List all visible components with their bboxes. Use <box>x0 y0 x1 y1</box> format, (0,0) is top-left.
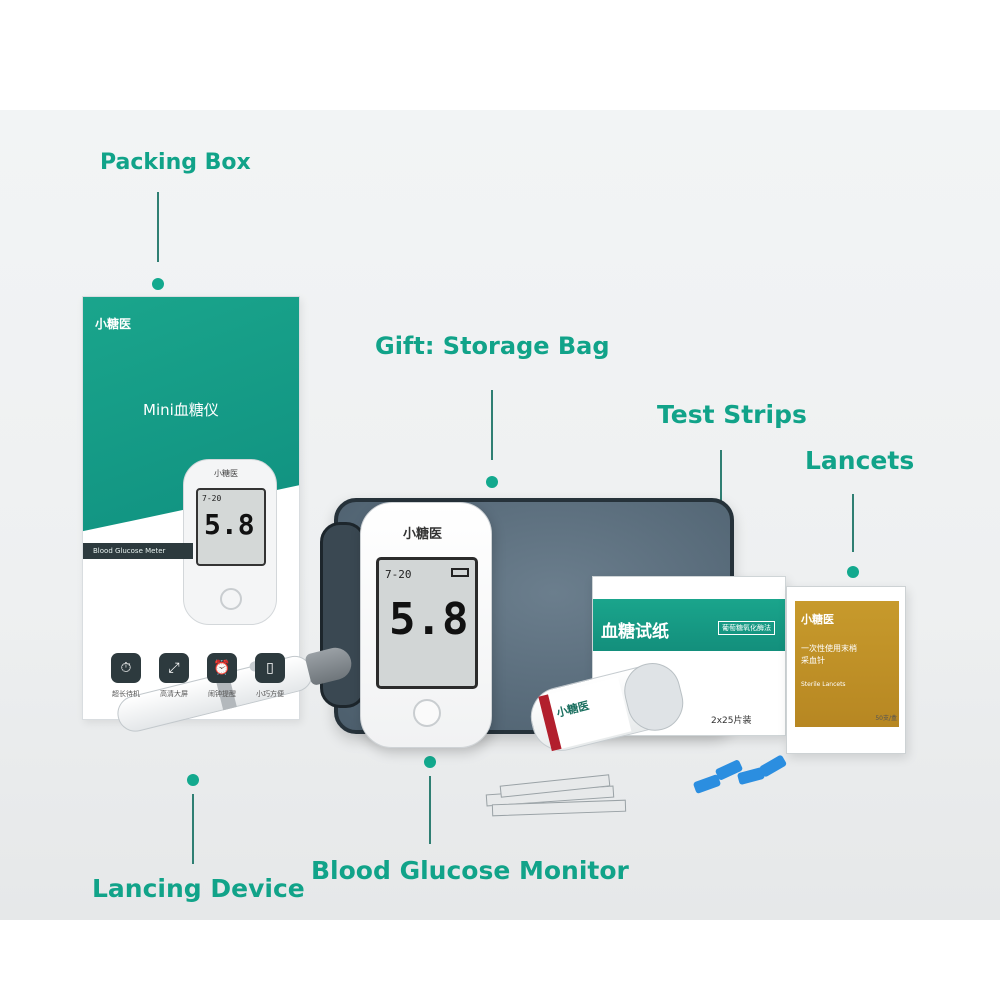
monitor-brand: 小糖医 <box>403 527 443 542</box>
test-strips-box-count: 2x25片装 <box>711 716 752 726</box>
packing-box-meter-brand: 小糖医 <box>214 469 238 478</box>
alarm-clock-icon: ⏰ <box>207 653 237 683</box>
pointer-dot-monitor <box>424 756 436 768</box>
pointer-dot-packing-box <box>152 278 164 290</box>
packing-box-band: Blood Glucose Meter <box>83 543 193 559</box>
test-strips-box-method: 葡萄糖氧化酶法 <box>718 621 775 635</box>
standby-icon: ⏱ <box>111 653 141 683</box>
blood-glucose-monitor: 小糖医 7-20 5.8 <box>360 502 492 748</box>
monitor-reading: 5.8 <box>389 594 469 645</box>
label-blood-glucose-monitor: Blood Glucose Monitor <box>311 856 629 885</box>
monitor-time: 7-20 <box>385 568 412 581</box>
lancets-box-line3: Sterile Lancets <box>801 681 846 688</box>
label-test-strips: Test Strips <box>657 400 807 429</box>
lancets-box-line2: 采血针 <box>801 656 825 665</box>
packing-box-brand: 小糖医 <box>95 317 132 331</box>
pointer-line-monitor <box>429 776 431 844</box>
fullscreen-icon: ⤢ <box>159 653 189 683</box>
packing-box-meter-button <box>220 588 242 610</box>
packing-box: 小糖医 Mini血糖仪 小糖医 7-20 5.8 Blood Glucose M… <box>82 296 300 720</box>
label-lancets: Lancets <box>805 446 915 475</box>
feature-caption: 小巧方便 <box>256 690 284 698</box>
lancets-box-brand: 小糖医 <box>801 613 834 626</box>
pointer-dot-lancing-device <box>187 774 199 786</box>
feature-caption: 超长待机 <box>112 690 140 698</box>
pointer-dot-storage-bag <box>486 476 498 488</box>
pointer-line-packing-box <box>157 192 159 262</box>
packing-box-meter-time: 7-20 <box>202 494 222 503</box>
lancets-box-line1: 一次性使用末梢 <box>801 644 857 653</box>
lancets-box: 小糖医 一次性使用末梢 采血针 Sterile Lancets 50支/盒 <box>786 586 906 754</box>
packing-box-meter-screen: 7-20 5.8 <box>196 488 266 566</box>
label-lancing-device: Lancing Device <box>92 874 305 903</box>
test-strips-box: 血糖试纸 葡萄糖氧化酶法 2x25片装 <box>592 576 786 736</box>
feature-caption: 高清大屏 <box>160 690 188 698</box>
pointer-dot-lancets <box>847 566 859 578</box>
test-strips-box-band <box>593 599 785 651</box>
label-packing-box: Packing Box <box>100 150 251 175</box>
packing-box-meter-reading: 5.8 <box>204 508 255 541</box>
monitor-screen: 7-20 5.8 <box>376 557 478 689</box>
feature-caption: 闹钟提醒 <box>208 690 236 698</box>
compact-device-icon: ▯ <box>255 653 285 683</box>
lancing-device-cap <box>304 644 355 687</box>
label-storage-bag: Gift: Storage Bag <box>375 332 610 360</box>
pointer-line-lancing-device <box>192 794 194 864</box>
lancets-box-face <box>795 601 899 727</box>
test-strips-box-title: 血糖试纸 <box>601 622 669 642</box>
pointer-line-lancets <box>852 494 854 552</box>
battery-icon <box>451 568 469 577</box>
packing-box-meter-image: 小糖医 7-20 5.8 <box>183 459 277 625</box>
monitor-button <box>413 699 441 727</box>
packing-box-title: Mini血糖仪 <box>143 401 219 419</box>
test-strip-vial-brand: 小糖医 <box>555 699 591 720</box>
pointer-line-storage-bag <box>491 390 493 460</box>
lancets-box-quantity: 50支/盒 <box>875 715 897 722</box>
pointer-line-test-strips <box>720 450 722 525</box>
packing-box-feature-icons: ⏱ 超长待机 ⤢ 高清大屏 ⏰ 闹钟提醒 ▯ 小巧方便 <box>107 653 287 713</box>
